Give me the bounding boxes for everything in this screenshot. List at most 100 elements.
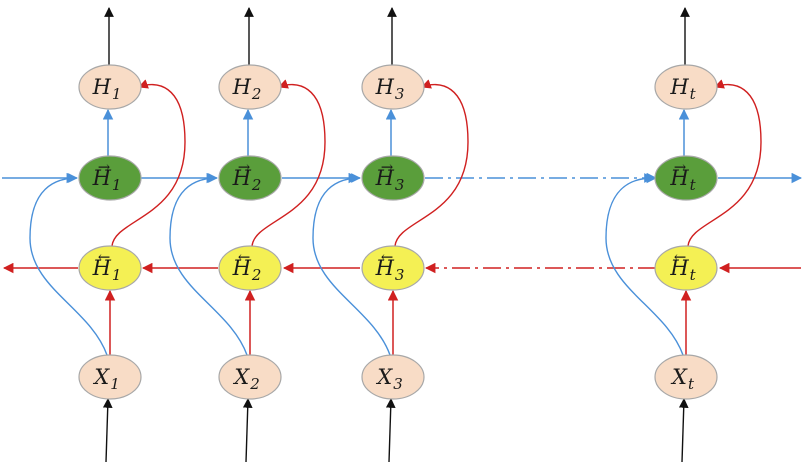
input-to-forward-curve bbox=[312, 173, 391, 356]
backward-to-output-curve bbox=[111, 79, 186, 247]
label-index: 1 bbox=[112, 176, 122, 194]
output-node-1: H1 bbox=[78, 64, 142, 110]
backward-node-3: H3← bbox=[361, 245, 425, 291]
label-index: 1 bbox=[110, 375, 120, 393]
label-index: 3 bbox=[395, 176, 405, 194]
backward-node-label: H3 bbox=[375, 256, 405, 284]
backward-direction-glyph: ← bbox=[674, 248, 687, 266]
label-base: X bbox=[375, 365, 393, 389]
label-base: H bbox=[232, 75, 252, 99]
forward-node-shape bbox=[361, 155, 425, 201]
backward-node-shape bbox=[218, 245, 282, 291]
forward-node-shape bbox=[218, 155, 282, 201]
label-base: H bbox=[669, 75, 689, 99]
input-arrow bbox=[102, 398, 113, 463]
forward-node-2: H2→ bbox=[218, 155, 282, 201]
label-index: 2 bbox=[249, 375, 260, 393]
label-index: 3 bbox=[393, 375, 403, 393]
label-index: t bbox=[690, 85, 697, 103]
forward-node-t: Ht→ bbox=[654, 155, 718, 201]
input-arrow bbox=[678, 398, 689, 463]
label-index: 2 bbox=[251, 176, 262, 194]
forward-node-label: Ht bbox=[669, 166, 696, 194]
forward-direction-glyph: → bbox=[238, 158, 251, 176]
output-node-t: Ht bbox=[654, 64, 718, 110]
label-base: X bbox=[92, 365, 110, 389]
output-node-shape bbox=[78, 64, 142, 110]
label-base: H bbox=[232, 256, 252, 280]
forward-node-shape bbox=[78, 155, 142, 201]
label-index: t bbox=[690, 176, 697, 194]
label-base: H bbox=[92, 75, 112, 99]
input-to-forward-curve bbox=[29, 173, 108, 356]
label-base: H bbox=[669, 256, 689, 280]
backward-direction-glyph: ← bbox=[98, 248, 111, 266]
backward-to-output-curve bbox=[394, 79, 469, 247]
forward-direction-glyph: → bbox=[674, 158, 687, 176]
backward-direction-glyph: ← bbox=[238, 248, 251, 266]
column-connections bbox=[29, 7, 762, 463]
output-node-shape bbox=[218, 64, 282, 110]
input-to-forward-curve bbox=[169, 173, 248, 356]
input-node-t: Xt bbox=[654, 354, 718, 400]
backward-node-label: Ht bbox=[669, 256, 696, 284]
forward-node-1: H1→ bbox=[78, 155, 142, 201]
label-index: t bbox=[688, 375, 695, 393]
backward-direction-glyph: ← bbox=[381, 248, 394, 266]
input-to-forward-curve bbox=[605, 173, 684, 356]
backward-node-2: H2← bbox=[218, 245, 282, 291]
label-index: 1 bbox=[112, 266, 122, 284]
label-base: X bbox=[670, 365, 688, 389]
output-node-label: Ht bbox=[669, 75, 696, 103]
input-node-shape bbox=[654, 354, 718, 400]
label-base: H bbox=[375, 166, 395, 190]
output-node-label: H1 bbox=[92, 75, 122, 103]
output-node-label: H2 bbox=[232, 75, 262, 103]
backward-node-shape bbox=[361, 245, 425, 291]
input-node-3: X3 bbox=[361, 354, 425, 400]
backward-to-output-curve bbox=[251, 79, 326, 247]
output-node-shape bbox=[654, 64, 718, 110]
output-node-2: H2 bbox=[218, 64, 282, 110]
output-node-shape bbox=[361, 64, 425, 110]
forward-node-label: H3 bbox=[375, 166, 405, 194]
label-index: 3 bbox=[395, 85, 405, 103]
forward-node-label: H1 bbox=[92, 166, 122, 194]
backward-node-t: Ht← bbox=[654, 245, 718, 291]
forward-direction-glyph: → bbox=[98, 158, 111, 176]
label-base: H bbox=[375, 75, 395, 99]
backward-node-shape bbox=[78, 245, 142, 291]
input-arrow bbox=[242, 398, 253, 463]
forward-node-3: H3→ bbox=[361, 155, 425, 201]
label-index: 2 bbox=[251, 266, 262, 284]
label-base: H bbox=[92, 256, 112, 280]
label-base: X bbox=[232, 365, 250, 389]
backward-to-output-curve bbox=[687, 79, 762, 247]
label-base: H bbox=[375, 256, 395, 280]
input-node-label: X1 bbox=[92, 365, 120, 393]
label-index: 3 bbox=[395, 266, 405, 284]
label-base: H bbox=[232, 166, 252, 190]
backward-node-label: H2 bbox=[232, 256, 262, 284]
input-node-label: X2 bbox=[232, 365, 260, 393]
input-node-2: X2 bbox=[218, 354, 282, 400]
input-node-label: X3 bbox=[375, 365, 403, 393]
input-node-shape bbox=[361, 354, 425, 400]
backward-node-label: H1 bbox=[92, 256, 122, 284]
input-node-label: Xt bbox=[670, 365, 695, 393]
output-node-3: H3 bbox=[361, 64, 425, 110]
label-index: 2 bbox=[251, 85, 262, 103]
forward-direction-glyph: → bbox=[381, 158, 394, 176]
forward-node-shape bbox=[654, 155, 718, 201]
label-index: t bbox=[690, 266, 697, 284]
output-node-label: H3 bbox=[375, 75, 405, 103]
input-node-1: X1 bbox=[78, 354, 142, 400]
label-base: H bbox=[92, 166, 112, 190]
backward-node-1: H1← bbox=[78, 245, 142, 291]
input-arrow bbox=[385, 398, 396, 463]
backward-node-shape bbox=[654, 245, 718, 291]
label-base: H bbox=[669, 166, 689, 190]
forward-node-label: H2 bbox=[232, 166, 262, 194]
